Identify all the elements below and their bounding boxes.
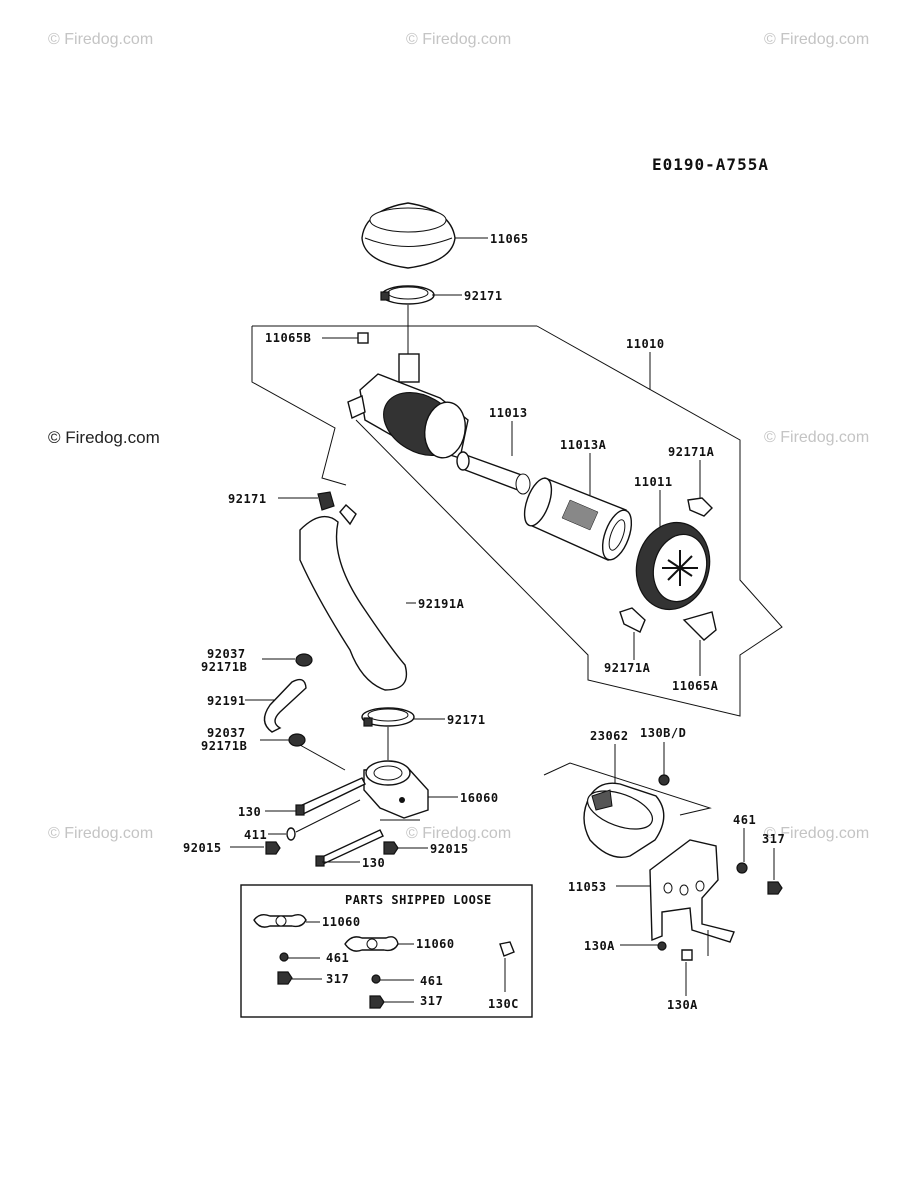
- label-11065B: 11065B: [265, 331, 311, 345]
- dust-valve: [682, 611, 717, 641]
- label-461-b: 461: [420, 974, 443, 988]
- label-23062: 23062: [590, 729, 629, 743]
- label-11065: 11065: [490, 232, 529, 246]
- label-130C: 130C: [488, 997, 519, 1011]
- hose-clamp: [317, 491, 335, 511]
- bolt: [499, 941, 515, 957]
- bolt: [658, 774, 670, 786]
- label-461-right: 461: [733, 813, 756, 827]
- clamp: [295, 653, 313, 667]
- label-92171B-a: 92171B: [201, 660, 247, 674]
- label-11013: 11013: [489, 406, 528, 420]
- clamp: [288, 733, 306, 747]
- label-92171-top: 92171: [464, 289, 503, 303]
- nut: [277, 971, 293, 985]
- watermark: © Firedog.com: [764, 429, 869, 446]
- clip: [687, 497, 713, 517]
- label-461-a: 461: [326, 951, 349, 965]
- watermark: © Firedog.com: [406, 825, 511, 842]
- label-130-a: 130: [238, 805, 261, 819]
- lock-washer: [371, 974, 381, 984]
- parts-shipped-loose-box: PARTS SHIPPED LOOSE 11060 461 317 11060 …: [240, 884, 533, 1018]
- lock-washer: [279, 952, 289, 962]
- label-11010: 11010: [626, 337, 665, 351]
- label-317-a: 317: [326, 972, 349, 986]
- label-11060-b: 11060: [416, 937, 455, 951]
- hose-clamp: [380, 285, 435, 305]
- label-92171A-top: 92171A: [668, 445, 715, 459]
- watermark: © Firedog.com: [48, 31, 153, 48]
- nut: [369, 995, 385, 1009]
- label-92037-b: 92037: [207, 726, 246, 740]
- watermark: © Firedog.com: [48, 825, 153, 842]
- watermark: © Firedog.com: [48, 428, 160, 447]
- label-92015-a: 92015: [183, 841, 222, 855]
- label-11053: 11053: [568, 880, 607, 894]
- mounting-bracket: [649, 839, 735, 956]
- watermark: © Firedog.com: [764, 31, 869, 48]
- watermark: © Firedog.com: [406, 31, 511, 48]
- label-11065A: 11065A: [672, 679, 719, 693]
- bolt-head: [315, 855, 325, 867]
- bolt: [299, 777, 366, 815]
- label-16060: 16060: [460, 791, 499, 805]
- label-92037-a: 92037: [207, 647, 246, 661]
- nut: [265, 841, 281, 855]
- air-cleaner-body: [347, 353, 469, 459]
- outer-filter-element: [523, 477, 633, 561]
- nut: [383, 841, 399, 855]
- label-130A-b: 130A: [667, 998, 698, 1012]
- label-411: 411: [244, 828, 267, 842]
- band-bracket: [583, 782, 665, 858]
- label-11013A: 11013A: [560, 438, 607, 452]
- label-130-b: 130: [362, 856, 385, 870]
- washer: [286, 827, 296, 841]
- label-130A-a: 130A: [584, 939, 615, 953]
- label-92191: 92191: [207, 694, 246, 708]
- label-92171A-bot: 92171A: [604, 661, 651, 675]
- bolt: [681, 949, 693, 961]
- label-92171-left: 92171: [228, 492, 267, 506]
- intake-hose: [299, 503, 408, 691]
- hose-clamp: [361, 707, 415, 727]
- air-cleaner-cap: [361, 202, 456, 269]
- label-92171-mid: 92171: [447, 713, 486, 727]
- nut: [767, 881, 783, 895]
- small-hose: [263, 678, 307, 733]
- label-92191A: 92191A: [418, 597, 465, 611]
- inner-filter-element: [456, 451, 531, 495]
- intake-elbow: [363, 760, 429, 819]
- label-130BD: 130B/D: [640, 726, 686, 740]
- bolt: [657, 941, 667, 951]
- label-92015-b: 92015: [430, 842, 469, 856]
- label-317-right: 317: [762, 832, 785, 846]
- watermark: © Firedog.com: [764, 825, 869, 842]
- label-92171B-b: 92171B: [201, 739, 247, 753]
- label-11011: 11011: [634, 475, 673, 489]
- bolt-head: [295, 804, 305, 816]
- diagram-code: E0190-A755A: [652, 155, 769, 174]
- label-317-b: 317: [420, 994, 443, 1008]
- assembly-outline: [251, 325, 783, 717]
- label-11060-a: 11060: [322, 915, 361, 929]
- air-cleaner-cover: [635, 521, 711, 611]
- parts-box-title: PARTS SHIPPED LOOSE: [345, 893, 492, 907]
- lock-washer: [736, 862, 748, 874]
- fitting: [357, 332, 369, 344]
- clip: [619, 607, 646, 633]
